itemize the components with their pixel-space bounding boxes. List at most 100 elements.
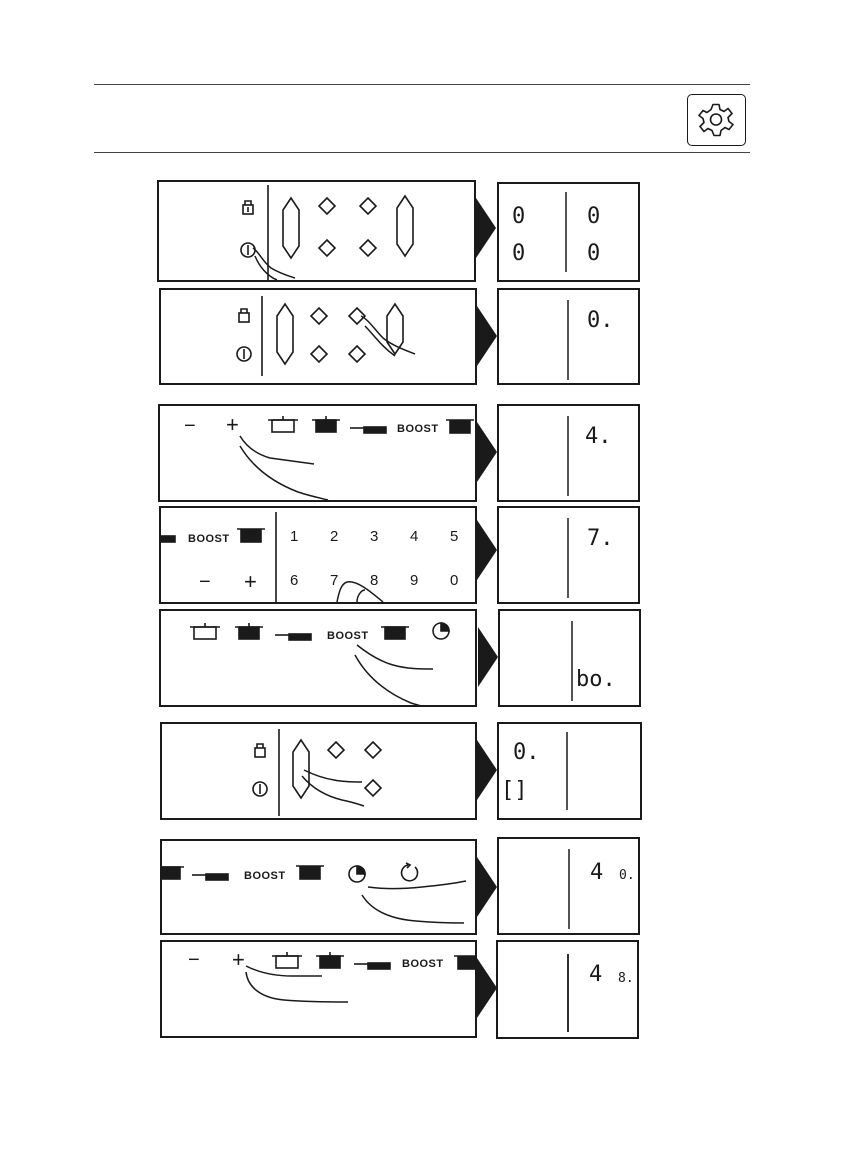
digit-key[interactable]: 2 [330, 528, 339, 545]
segment-digit-small: 0. [619, 868, 635, 883]
keep-warm-icon[interactable] [454, 955, 477, 970]
zone-select-diamond[interactable] [347, 306, 367, 326]
control-panel-step-5: BOOST [159, 609, 477, 707]
control-panel-step-1 [157, 180, 476, 282]
segment-digit: 7. [587, 526, 614, 551]
display-step-4: 7. [497, 506, 640, 604]
digit-key[interactable]: 3 [370, 528, 379, 545]
frying-pan-icon[interactable] [354, 962, 391, 970]
minus-button[interactable]: − [184, 415, 196, 437]
zone-select-diamond[interactable] [309, 306, 329, 326]
zone-select-diamond[interactable] [363, 778, 383, 798]
display-step-6: 0. [] [497, 722, 642, 820]
pan-icon[interactable] [235, 623, 263, 640]
zone-select-diamond[interactable] [363, 740, 383, 760]
zone-slider-left[interactable] [276, 302, 294, 366]
plus-button[interactable]: + [226, 412, 239, 437]
digit-key[interactable]: 5 [450, 528, 459, 545]
digit-key[interactable]: 7 [330, 572, 339, 589]
digit-key[interactable]: 4 [410, 528, 419, 545]
zone-slider-right[interactable] [386, 302, 404, 356]
keep-warm-icon[interactable] [296, 865, 324, 880]
digit-key[interactable]: 8 [370, 572, 379, 589]
minus-button[interactable]: − [199, 571, 211, 593]
segment-digit: bo. [576, 667, 616, 692]
step-arrow [478, 627, 498, 687]
frying-pan-icon[interactable] [350, 426, 387, 434]
gear-icon [698, 103, 734, 137]
step-arrow [477, 422, 497, 482]
pan-icon[interactable] [312, 416, 340, 433]
zone-select-diamond[interactable] [358, 196, 378, 216]
digit-key[interactable]: 9 [410, 572, 419, 589]
zone-select-diamond[interactable] [347, 344, 367, 364]
pot-icon[interactable] [268, 416, 298, 433]
pot-icon[interactable] [272, 952, 302, 969]
power-icon[interactable] [240, 242, 256, 258]
segment-digit: 0. [587, 308, 614, 333]
plus-button[interactable]: + [244, 569, 257, 594]
lock-icon[interactable] [238, 308, 250, 323]
zone-select-diamond[interactable] [309, 344, 329, 364]
power-icon[interactable] [236, 346, 252, 362]
finger-icon [336, 581, 384, 602]
digit-key[interactable]: 6 [290, 572, 299, 589]
zone-slider-right[interactable] [396, 194, 414, 258]
pan-icon[interactable] [162, 866, 184, 880]
boost-button[interactable]: BOOST [188, 533, 230, 545]
finger-icon [354, 644, 434, 705]
zone-slider-left[interactable] [282, 196, 300, 260]
lock-icon[interactable] [254, 743, 266, 758]
finger-icon [360, 315, 416, 357]
zone-select-diamond[interactable] [358, 238, 378, 258]
control-panel-step-2 [159, 288, 477, 385]
control-panel-step-4: BOOST − + 1 2 3 4 5 6 7 8 9 0 [159, 506, 477, 604]
digit-key[interactable]: 1 [290, 528, 299, 545]
finger-icon [252, 247, 296, 280]
frying-pan-icon[interactable] [161, 535, 176, 543]
step-arrow [476, 198, 496, 258]
finger-icon [361, 880, 467, 924]
segment-digit-small: 8. [618, 971, 634, 986]
timer-icon[interactable] [432, 622, 450, 640]
boost-button[interactable]: BOOST [402, 958, 444, 970]
frying-pan-icon[interactable] [275, 633, 312, 641]
keep-warm-icon[interactable] [237, 528, 265, 543]
pan-icon[interactable] [316, 952, 344, 969]
frying-pan-icon[interactable] [192, 873, 229, 881]
segment-digit: 4 [589, 962, 603, 987]
zone-select-diamond[interactable] [317, 196, 337, 216]
timer-icon[interactable] [348, 865, 366, 883]
settings-badge [687, 94, 746, 146]
display-step-7: 4 0. [497, 837, 640, 935]
boost-button[interactable]: BOOST [397, 423, 439, 435]
zone-select-diamond[interactable] [326, 740, 346, 760]
keep-warm-icon[interactable] [446, 419, 474, 434]
minus-button[interactable]: − [188, 949, 200, 971]
power-icon[interactable] [252, 781, 268, 797]
display-step-1: 0 0 0 0 [497, 182, 640, 282]
zone-slider-left[interactable] [292, 738, 310, 800]
segment-digit: 0 [587, 204, 601, 229]
digit-key[interactable]: 0 [450, 572, 459, 589]
finger-icon [239, 435, 329, 500]
control-panel-step-3: − + BOOST [158, 404, 477, 502]
segment-digit: 0 [587, 241, 601, 266]
display-step-2: 0. [497, 288, 640, 385]
minute-minder-icon[interactable] [400, 862, 419, 882]
segment-digit: 4. [585, 424, 612, 449]
keep-warm-icon[interactable] [381, 626, 409, 640]
control-panel-step-8: − + BOOST [160, 940, 477, 1038]
boost-button[interactable]: BOOST [244, 870, 286, 882]
lock-icon[interactable] [242, 200, 254, 215]
finger-icon [245, 965, 349, 1003]
control-panel-step-6 [160, 722, 477, 820]
plus-button[interactable]: + [232, 947, 245, 972]
pot-icon[interactable] [190, 623, 220, 640]
display-step-8: 4 8. [496, 940, 639, 1039]
header-top-rule [94, 84, 750, 85]
zone-select-diamond[interactable] [317, 238, 337, 258]
header-bottom-rule [94, 152, 750, 153]
boost-button[interactable]: BOOST [327, 630, 369, 642]
step-arrow [477, 958, 497, 1018]
